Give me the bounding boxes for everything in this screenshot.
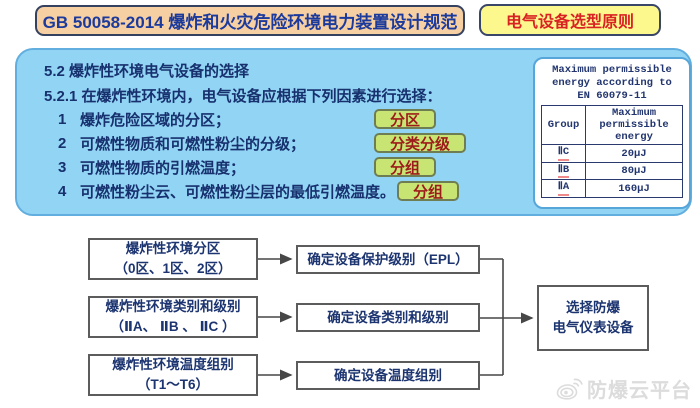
factor-number: 2	[58, 134, 67, 152]
flow-box-line: （T1～T6）	[136, 377, 209, 392]
caption-line: energy according to	[552, 76, 672, 89]
document-title-text: GB 50058-2014 爆炸和火灾危险环境电力装置设计规范	[42, 13, 458, 32]
flow-box-line: （0区、1区、2区）	[114, 261, 232, 276]
group-value: ⅡA	[557, 182, 570, 197]
factor-item: 2 可燃性物质和可燃性粉尘的分级； 分类分级	[58, 131, 467, 155]
factor-item: 1 爆炸危险区域的分区； 分区	[58, 107, 466, 131]
energy-table: Group Maximum permissible energy ⅡC 20μJ…	[541, 105, 683, 199]
column-header-energy: Maximum permissible energy	[585, 105, 683, 146]
flow-box-select-equipment: 选择防爆 电气仪表设备	[537, 285, 649, 351]
flow-box-line: 确定设备保护级别（EPL）	[307, 251, 469, 267]
factor-tag: 分组	[374, 157, 437, 177]
factor-list: 1 爆炸危险区域的分区； 分区 2 可燃性物质和可燃性粉尘的分级； 分类分级 3…	[58, 107, 467, 203]
flow-box-line: 爆炸性环境分区	[125, 241, 221, 257]
flow-box-line: 确定设备温度组别	[334, 367, 442, 383]
energy-cell: 160μJ	[585, 179, 683, 199]
watermark-text: 防爆云平台	[587, 380, 692, 402]
energy-table-caption: Maximum permissible energy according to …	[541, 64, 683, 102]
factor-number: 3	[58, 158, 67, 176]
topic-badge: 电气设备选型原则	[479, 4, 661, 36]
factor-tag: 分区	[374, 109, 437, 129]
factor-item: 3 可燃性物质的引燃温度； 分组	[58, 155, 466, 179]
flow-box-line: 确定设备类别和级别	[327, 309, 449, 325]
table-row: ⅡC 20μJ	[541, 144, 683, 163]
document-title: GB 50058-2014 爆炸和火灾危险环境电力装置设计规范	[35, 5, 465, 36]
flow-box-line: （ⅡA、 ⅡB 、 ⅡC ）	[110, 319, 236, 334]
weibo-icon	[556, 378, 583, 400]
group-cell: ⅡB	[541, 161, 586, 181]
factor-text: 可燃性物质的引燃温度；	[80, 159, 246, 177]
table-row: ⅡB 80μJ	[541, 161, 683, 181]
column-header-group: Group	[541, 105, 586, 146]
watermark: 防爆云平台	[556, 374, 692, 403]
energy-table-card: Maximum permissible energy according to …	[533, 57, 691, 209]
group-value: ⅡB	[557, 164, 570, 179]
table-row: ⅡA 160μJ	[541, 179, 683, 199]
topic-badge-text: 电气设备选型原则	[505, 14, 634, 31]
flow-box-line: 爆炸性环境温度组别	[112, 357, 234, 373]
factor-text: 可燃性物质和可燃性粉尘的分级；	[80, 135, 306, 153]
factor-number: 4	[58, 182, 67, 200]
group-cell: ⅡC	[541, 144, 586, 163]
energy-table-header-row: Group Maximum permissible energy	[541, 105, 683, 146]
group-value: ⅡC	[557, 147, 570, 161]
factor-tag: 分类分级	[374, 133, 467, 153]
flow-box-determine-temp-class: 确定设备温度组别	[296, 361, 480, 390]
flow-box-temperature-class: 爆炸性环境温度组别 （T1～T6）	[88, 354, 258, 396]
flow-box-line: 电气仪表设备	[552, 320, 634, 335]
section-subheading: 5.2.1 在爆炸性环境内，电气设备应根据下列因素进行选择：	[44, 88, 442, 105]
caption-line: Maximum permissible	[552, 64, 672, 76]
flow-box-determine-group: 确定设备类别和级别	[296, 303, 480, 332]
group-cell: ⅡA	[541, 179, 586, 199]
energy-cell: 80μJ	[585, 161, 683, 181]
caption-line: EN 60079-11	[577, 89, 647, 102]
energy-cell: 20μJ	[585, 144, 683, 163]
factor-number: 1	[58, 110, 67, 128]
factor-text: 爆炸危险区域的分区；	[80, 111, 231, 129]
factor-tag: 分组	[397, 181, 460, 201]
flow-box-zone-classification: 爆炸性环境分区 （0区、1区、2区）	[88, 238, 258, 280]
section-heading: 5.2 爆炸性环境电气设备的选择	[44, 63, 250, 80]
flow-box-determine-epl: 确定设备保护级别（EPL）	[296, 245, 480, 274]
flow-box-line: 选择防爆	[566, 300, 620, 316]
factor-text: 可燃性粉尘云、可燃性粉尘层的最低引燃温度。	[80, 183, 396, 201]
flow-box-gas-group: 爆炸性环境类别和级别 （ⅡA、 ⅡB 、 ⅡC ）	[88, 296, 258, 338]
flow-box-line: 爆炸性环境类别和级别	[105, 299, 241, 315]
factor-item: 4 可燃性粉尘云、可燃性粉尘层的最低引燃温度。 分组	[58, 179, 466, 203]
